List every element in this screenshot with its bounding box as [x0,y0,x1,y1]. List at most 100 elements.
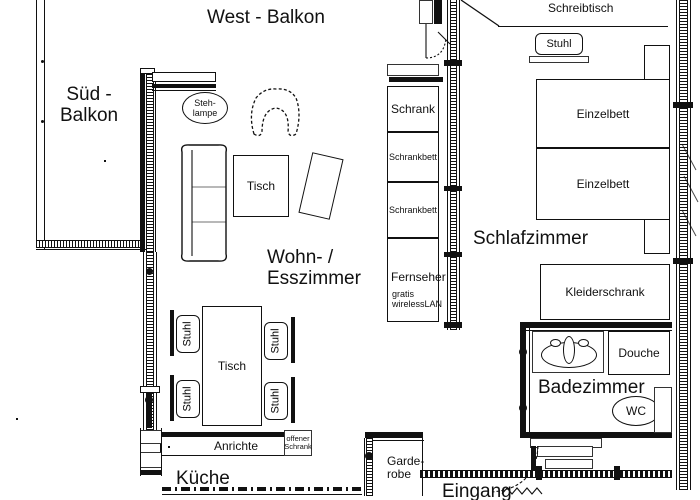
garderobe-east-line [422,438,424,496]
door-top-jamb [434,0,442,24]
living-wall-seg-s [146,392,152,428]
west-balkon-door-frame [152,72,216,82]
anrichte-label: Anrichte [213,439,259,453]
south-wall-node-a [536,466,542,480]
kitchen-wall-break-lower [140,452,162,468]
nightstand-bottom [644,219,670,254]
right-wall-line-b [690,0,692,490]
west-wall-top-stub [140,68,155,74]
schreibtisch-edge [498,26,668,28]
west-balkon-door-inner [152,90,216,92]
south-wall-node-b [614,466,620,480]
side-table [298,152,344,220]
chair-rail-right-top [291,317,295,363]
entrance-door-swing [491,445,539,493]
schrankbett-2: Schrankbett [387,182,439,238]
garderobe-wall-node [365,452,373,460]
wlan-note: gratis wirelessLAN [392,289,443,310]
room-label-wohn-esszimmer: Wohn- / Esszimmer [267,247,361,290]
douche: Douche [608,331,670,375]
douche-label: Douche [618,346,660,360]
room-label-kueche: Küche [176,468,230,489]
kitchen-south-wall-line [162,494,362,496]
balkon-outer-wall-left [36,0,38,246]
couch-table-label: Tisch [246,179,276,193]
cabinet-top-frame [387,64,439,76]
right-wall-hatch [679,0,688,490]
chair-left-bottom[interactable]: Stuhl [176,380,200,418]
balkon-wall-node-lower [41,120,44,123]
wc-label: WC [626,404,646,418]
living-west-lower-line-a [143,252,145,430]
central-wall-node-mid [444,186,462,191]
room-label-sued-balkon: Süd - Balkon [60,84,119,127]
balkon-wall-node-upper [41,60,44,63]
wall-node-living-nw [146,268,153,275]
sued-balkon-rail-base [36,249,146,251]
einzelbett-2-label: Einzelbett [576,177,630,191]
entrance-door-panel-2 [545,459,593,469]
garderobe-label: Garde- robe [387,454,425,482]
schreibtisch-label: Schreibtisch [548,1,614,15]
chair-rail-left-top [170,310,174,356]
einzelbett-1: Einzelbett [536,79,670,148]
central-wall-hatch [450,0,457,330]
south-outer-wall [420,470,672,478]
room-label-schlafzimmer: Schlafzimmer [473,228,589,249]
bath-west-node [519,348,527,356]
living-west-lower-wall [146,252,154,430]
kitchen-wall-vert-l [140,428,142,476]
offener-schrank-label: offener Schrank [284,434,312,451]
couch-table: Tisch [233,155,289,217]
bath-west-wall-line [529,328,531,434]
right-wall-line-a [676,0,678,490]
fernseher: Fernseher gratis wirelessLAN [387,238,446,322]
kitchen-south-wall [162,487,362,491]
chair-rail-right-bottom [291,377,295,423]
fernseher-label: Fernseher [391,270,446,284]
kitchen-wall-break-upper [140,430,162,444]
bath-north-wall-line [520,330,672,332]
dining-table: Tisch [202,306,262,426]
garderobe-west-wall [366,438,373,496]
wc-cistern [654,387,672,433]
schrankbett-2-label: Schrankbett [388,205,438,215]
chair-right-top[interactable]: Stuhl [264,322,288,360]
einzelbett-1-label: Einzelbett [576,106,630,121]
room-label-west-balkon: West - Balkon [207,7,325,28]
living-west-wall-outer [140,72,145,252]
schrank-label: Schrank [390,102,436,116]
detail-dot-kueche [168,446,170,448]
chair-desk[interactable]: Stuhl [535,33,583,55]
central-wall-node-bottom [444,322,462,328]
kleiderschrank: Kleiderschrank [540,264,670,320]
sofa [180,144,228,262]
schrankbett-1-label: Schrankbett [388,152,438,162]
floor-lamp-label: Steh- lampe [192,98,218,118]
detail-dot-top-left [16,418,18,420]
chair-right-bottom-label: Stuhl [270,388,283,414]
sued-balkon-railing [36,240,144,248]
chair-desk-base [529,56,589,63]
offener-schrank: offener Schrank [284,430,312,456]
living-west-lower-line-b [156,252,158,430]
chair-right-bottom[interactable]: Stuhl [264,382,288,420]
balkon-inner-wall-left [44,0,46,250]
chair-left-top[interactable]: Stuhl [176,315,200,353]
right-wall-node-2 [673,258,693,264]
detail-dot-balkon [104,160,106,162]
nightstand-top [644,45,670,80]
right-wall-node-1 [673,102,693,108]
bath-west-node-2 [519,404,527,412]
washbasin-knob-right [578,339,589,347]
central-wall-line-a [447,0,449,330]
central-wall-node-low [444,252,462,257]
bath-west-wall [520,322,526,432]
schreibtisch-corner [460,0,500,27]
chair-desk-label: Stuhl [546,38,572,50]
chair-left-top-label: Stuhl [182,321,195,347]
chair-rail-left-bottom [170,375,174,421]
anrichte: Anrichte [160,436,312,456]
anrichte-top-edge [160,432,312,436]
